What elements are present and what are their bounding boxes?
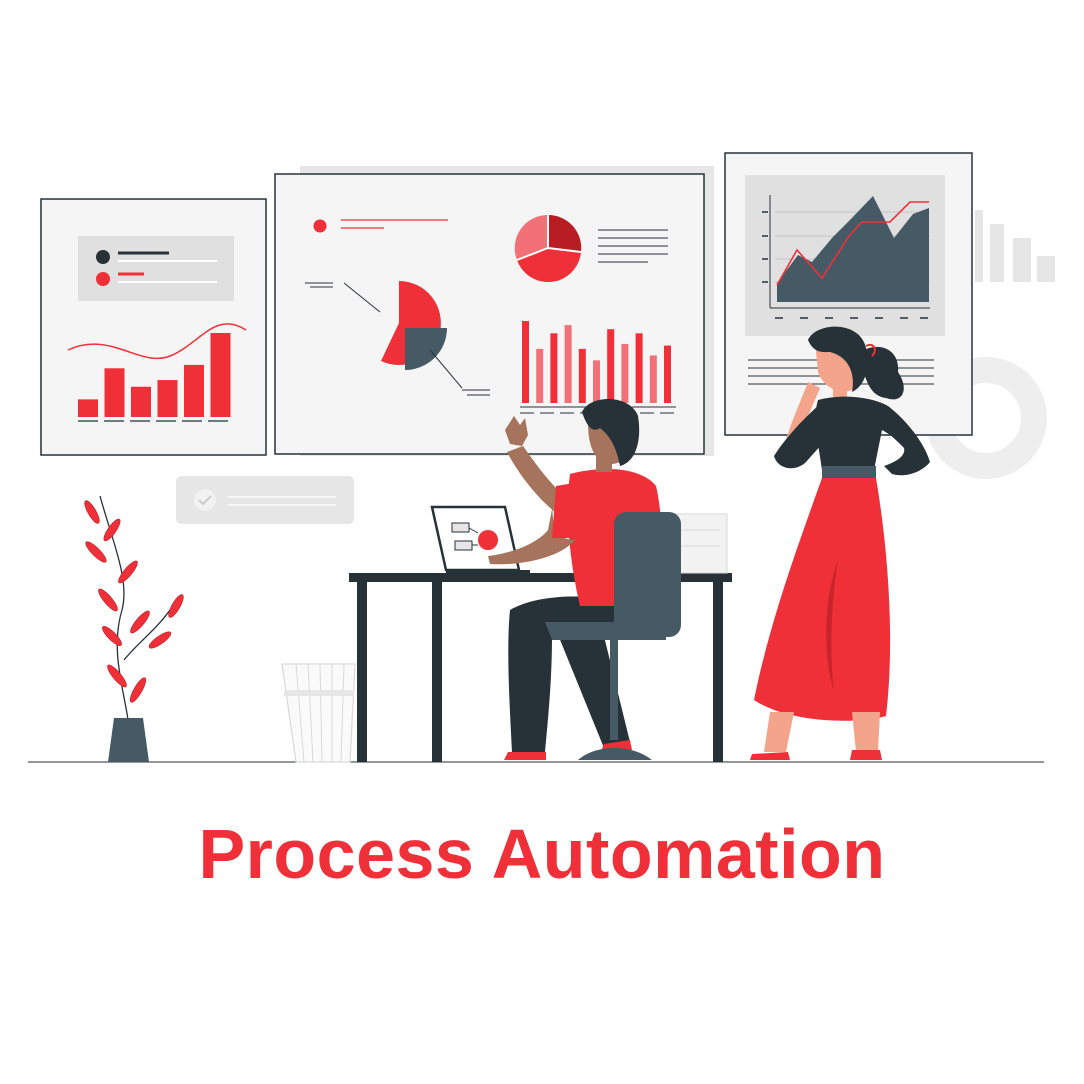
area-chart: [777, 196, 929, 302]
bar: [210, 333, 231, 417]
trash-bin-icon: [281, 663, 356, 763]
bar: [621, 343, 629, 403]
check-icon: [194, 489, 216, 511]
bar: [564, 325, 572, 403]
center-dashboard-panel: [274, 173, 705, 455]
bar: [184, 364, 204, 417]
bar: [522, 321, 529, 403]
bar: [550, 333, 558, 403]
legend-box: [78, 236, 234, 301]
notification-card: [176, 476, 354, 524]
bar: [78, 399, 98, 417]
bar: [157, 380, 178, 417]
plant-icon: [84, 495, 184, 762]
left-bar-chart: [78, 333, 231, 417]
bar: [649, 355, 657, 403]
left-dashboard-panel: [40, 198, 267, 456]
bar: [131, 386, 151, 417]
line-chart: [776, 201, 929, 286]
woman-figure: [750, 326, 930, 760]
trend-line: [67, 323, 247, 360]
right-dashboard-panel: [724, 152, 973, 436]
bar: [635, 333, 643, 403]
laptop-icon: [430, 505, 530, 574]
center-bar-chart: [522, 321, 671, 403]
page-title: Process Automation: [198, 815, 886, 893]
office-chair: [545, 512, 681, 760]
bar: [578, 348, 586, 403]
bar: [607, 329, 615, 403]
pointing-hand: [505, 416, 528, 446]
pie-chart-small: [514, 214, 668, 283]
pie-chart-large: [305, 281, 490, 396]
bar: [664, 345, 671, 403]
bar: [593, 360, 600, 403]
bar: [536, 348, 544, 403]
bar: [104, 368, 125, 417]
